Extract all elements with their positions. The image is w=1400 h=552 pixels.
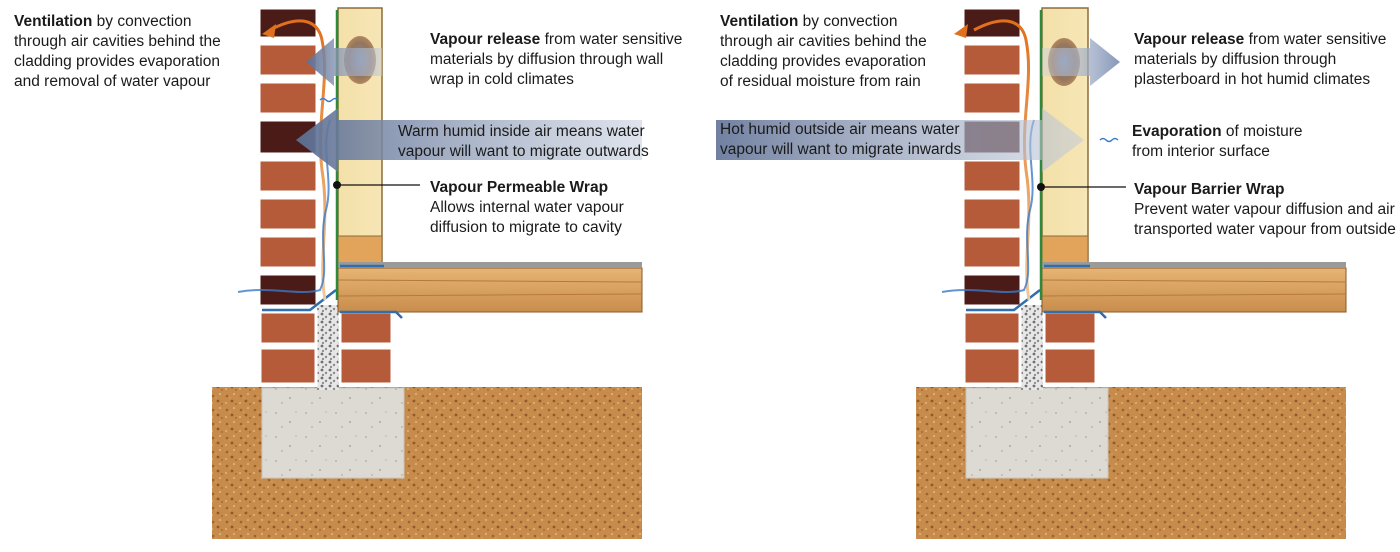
left-migration-label: Warm humid inside air means water vapour… — [398, 122, 649, 162]
left-vapour-release-label: Vapour release from water sensitive mate… — [430, 30, 682, 90]
left-wrap-label: Vapour Permeable Wrap Allows internal wa… — [430, 178, 624, 238]
left-bottom-plate — [338, 236, 382, 266]
left-wrap-line2: Allows internal water vapour — [430, 198, 624, 218]
right-migration-line2: vapour will want to migrate inwards — [720, 140, 961, 160]
right-wrap-line3: transported water vapour from outside — [1134, 220, 1396, 240]
left-wrap-line3: diffusion to migrate to cavity — [430, 218, 624, 238]
left-vapour-release-line2: materials by diffusion through wall — [430, 50, 682, 70]
left-vapour-release-bold: Vapour release — [430, 31, 540, 48]
left-migration-line1: Warm humid inside air means water — [398, 122, 649, 142]
right-vapour-release-line3: plasterboard in hot humid climates — [1134, 70, 1386, 90]
right-floor-joist — [1042, 268, 1346, 312]
left-concrete-footing — [262, 388, 404, 478]
left-migration-line2: vapour will want to migrate outwards — [398, 142, 649, 162]
right-ventilation-line4: of residual moisture from rain — [720, 72, 927, 92]
right-concrete-footing — [966, 388, 1108, 478]
right-evaporation-label: Evaporation of moisture from interior su… — [1132, 122, 1303, 162]
left-ventilation-label: Ventilation by convection through air ca… — [14, 12, 221, 92]
right-ventilation-bold: Ventilation — [720, 13, 798, 30]
left-ventilation-bold: Ventilation — [14, 13, 92, 30]
right-gravel-cavity — [1021, 305, 1043, 390]
right-migration-label: Hot humid outside air means water vapour… — [720, 120, 961, 160]
left-ventilation-line4: and removal of water vapour — [14, 72, 221, 92]
left-ventilation-line2: through air cavities behind the — [14, 32, 221, 52]
right-ventilation-arrowhead — [954, 24, 968, 38]
right-vapour-release-bold: Vapour release — [1134, 31, 1244, 48]
right-migration-line1: Hot humid outside air means water — [720, 120, 961, 140]
right-wrap-bold: Vapour Barrier Wrap — [1134, 181, 1284, 198]
right-ventilation-line2: through air cavities behind the — [720, 32, 927, 52]
right-bottom-plate — [1042, 236, 1088, 266]
right-evaporation-bold: Evaporation — [1132, 123, 1222, 140]
right-ventilation-line3: cladding provides evaporation — [720, 52, 927, 72]
right-vapour-release-line2: materials by diffusion through — [1134, 50, 1386, 70]
right-wrap-line2: Prevent water vapour diffusion and air — [1134, 200, 1396, 220]
right-ventilation-label: Ventilation by convection through air ca… — [720, 12, 927, 92]
left-vapour-release-rest: from water sensitive — [540, 31, 682, 48]
left-ventilation-rest: by convection — [92, 13, 191, 30]
right-evaporation-wave — [1100, 139, 1118, 142]
left-wrap-bold: Vapour Permeable Wrap — [430, 179, 608, 196]
right-evaporation-rest: of moisture — [1222, 123, 1303, 140]
left-gravel-cavity — [317, 305, 339, 390]
left-ventilation-line3: cladding provides evaporation — [14, 52, 221, 72]
right-evaporation-line2: from interior surface — [1132, 142, 1303, 162]
left-floor-joist — [338, 268, 642, 312]
right-wrap-label: Vapour Barrier Wrap Prevent water vapour… — [1134, 180, 1396, 240]
right-vapour-release-rest: from water sensitive — [1244, 31, 1386, 48]
left-vapour-release-line3: wrap in cold climates — [430, 70, 682, 90]
left-brick-veneer — [259, 8, 317, 306]
right-vapour-release-label: Vapour release from water sensitive mate… — [1134, 30, 1386, 90]
right-ventilation-rest: by convection — [798, 13, 897, 30]
